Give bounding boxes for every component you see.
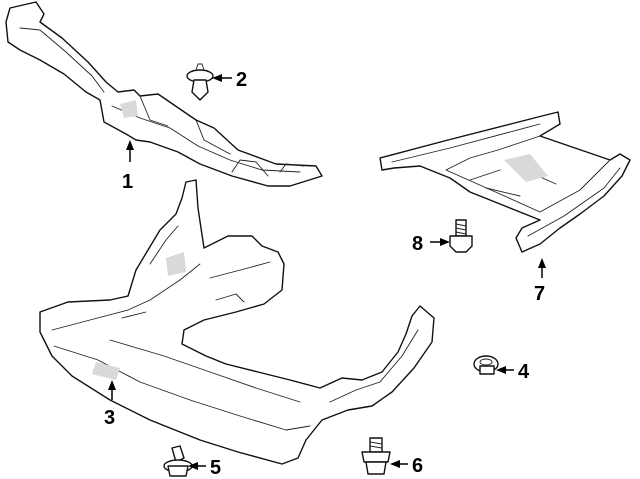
fastener-5-push-clip — [163, 445, 193, 477]
part-1-deflector — [5, 1, 323, 187]
callout-7-label: 7 — [534, 283, 545, 305]
callout-7: 7 — [534, 258, 546, 305]
callout-1: 1 — [122, 140, 134, 193]
callout-8-label: 8 — [412, 233, 423, 255]
callout-5-label: 5 — [210, 457, 221, 479]
fastener-4-rivet — [473, 355, 499, 375]
fastener-2-push-retainer — [186, 63, 214, 101]
callout-4-label: 4 — [518, 361, 530, 383]
callout-4: 4 — [496, 361, 530, 383]
callout-5: 5 — [188, 457, 221, 479]
callout-2-label: 2 — [236, 69, 247, 91]
callout-1-label: 1 — [122, 171, 133, 193]
callout-3-label: 3 — [104, 407, 115, 429]
callout-2: 2 — [212, 69, 247, 91]
callout-6: 6 — [390, 455, 423, 477]
part-3-lower-shield — [39, 179, 435, 465]
part-7-skid-plate — [379, 111, 631, 253]
fastener-8-bolt — [449, 219, 473, 253]
callout-3: 3 — [104, 380, 116, 429]
callout-8: 8 — [412, 233, 450, 255]
fastener-6-flange-bolt — [361, 437, 391, 475]
callout-6-label: 6 — [412, 455, 423, 477]
